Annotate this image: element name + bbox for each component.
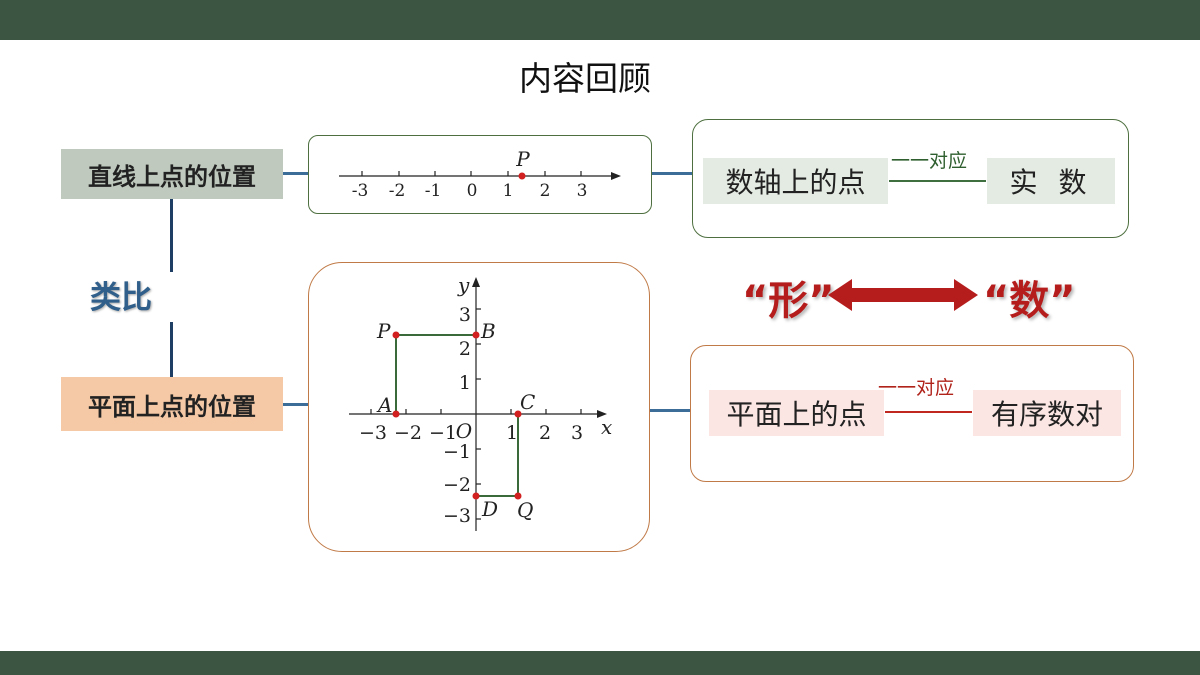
point-q-dot	[514, 492, 522, 500]
x-tick-label: −3	[359, 422, 387, 444]
relation-label-1: 一一对应	[891, 150, 968, 172]
point-label: P	[376, 319, 391, 343]
y-tick-label: 2	[459, 338, 471, 360]
x-tick-label: −2	[394, 422, 422, 444]
point-label: D	[481, 497, 498, 521]
analogy-label: 类比	[90, 280, 152, 316]
tick-label: -2	[389, 181, 406, 201]
tick-label: -3	[352, 181, 369, 201]
y-tick-label: 3	[459, 304, 471, 326]
x-tick-label: 2	[539, 422, 551, 444]
tick-label: -1	[425, 181, 442, 201]
tag-ordered-pairs: 有序数对	[973, 390, 1121, 436]
label-line-position: 直线上点的位置	[61, 149, 283, 199]
tick-label: 1	[503, 181, 514, 201]
point-label: Q	[517, 498, 533, 522]
y-tick-label: −3	[443, 505, 471, 527]
origin-label: O	[456, 419, 472, 443]
connector-line-1	[283, 172, 308, 175]
page-title: 内容回顾	[519, 59, 651, 98]
tag-real-numbers: 实 数	[987, 158, 1115, 204]
coordinate-graph-figure: −3 −2 −1 1 2 3 3 2 1 −1 −2 −3 O x y	[349, 273, 612, 531]
tick-label: 2	[540, 181, 551, 201]
relation-label-2: 一一对应	[878, 377, 955, 399]
point-b-dot	[472, 331, 480, 339]
point-label: A	[376, 393, 392, 417]
number-line-figure: -3 -2 -1 0 1 2 3 P	[339, 147, 621, 201]
point-d-dot	[472, 492, 480, 500]
analogy-connector-bottom	[170, 322, 173, 377]
connector-line-2	[652, 172, 692, 175]
connector-line-3	[283, 403, 308, 406]
connector-line-4	[650, 409, 690, 412]
y-tick-label: 1	[459, 372, 471, 394]
tag-points-on-number-line: 数轴上的点	[703, 158, 888, 204]
point-p-dot	[518, 172, 526, 180]
y-tick-label: −2	[443, 474, 471, 496]
number-line-panel: -3 -2 -1 0 1 2 3 P	[308, 135, 652, 214]
point-p-label: P	[515, 147, 530, 171]
correspondence-line-2	[885, 411, 972, 413]
point-label: B	[480, 319, 496, 343]
coordinate-graph-panel: −3 −2 −1 1 2 3 3 2 1 −1 −2 −3 O x y	[308, 262, 650, 552]
point-label: C	[520, 390, 535, 414]
top-bar	[0, 0, 1200, 40]
x-tick-label: 3	[571, 422, 583, 444]
x-axis-label: x	[601, 415, 612, 439]
point-p-dot	[392, 331, 400, 339]
point-a-dot	[392, 410, 400, 418]
number-label: “数”	[983, 278, 1076, 324]
analogy-connector-top	[170, 199, 173, 272]
shape-label: “形”	[742, 278, 835, 324]
bottom-bar	[0, 651, 1200, 675]
label-plane-position: 平面上点的位置	[61, 377, 283, 431]
x-tick-label: −1	[429, 422, 457, 444]
double-arrow-icon	[828, 279, 978, 311]
tick-label: 3	[577, 181, 588, 201]
x-tick-label: 1	[506, 422, 518, 444]
y-axis-label: y	[457, 273, 470, 297]
correspondence-line-1	[889, 180, 986, 182]
point-c-dot	[514, 410, 522, 418]
tick-label: 0	[467, 181, 478, 201]
tag-points-on-plane: 平面上的点	[709, 390, 884, 436]
y-tick-label: −1	[443, 441, 471, 463]
